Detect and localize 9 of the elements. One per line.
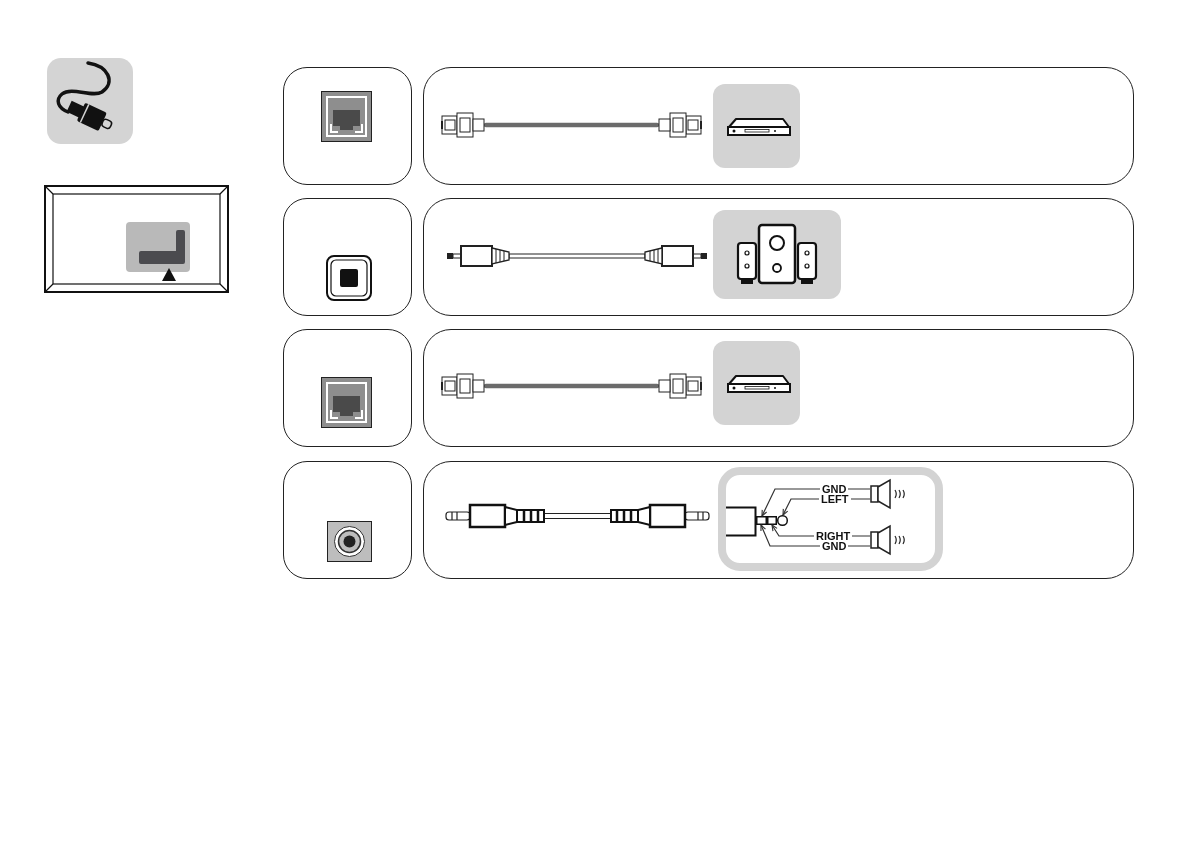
speaker-icon: [870, 479, 907, 509]
pin-label: GND: [820, 541, 849, 551]
speaker-icon: [870, 525, 907, 555]
plug-tip: [777, 515, 788, 526]
pin-label: RIGHT: [814, 531, 853, 541]
pin-label: GND: [820, 484, 849, 494]
plug-ring: [767, 516, 777, 525]
pin-label: LEFT: [819, 494, 851, 504]
plug-sleeve: [756, 516, 767, 525]
